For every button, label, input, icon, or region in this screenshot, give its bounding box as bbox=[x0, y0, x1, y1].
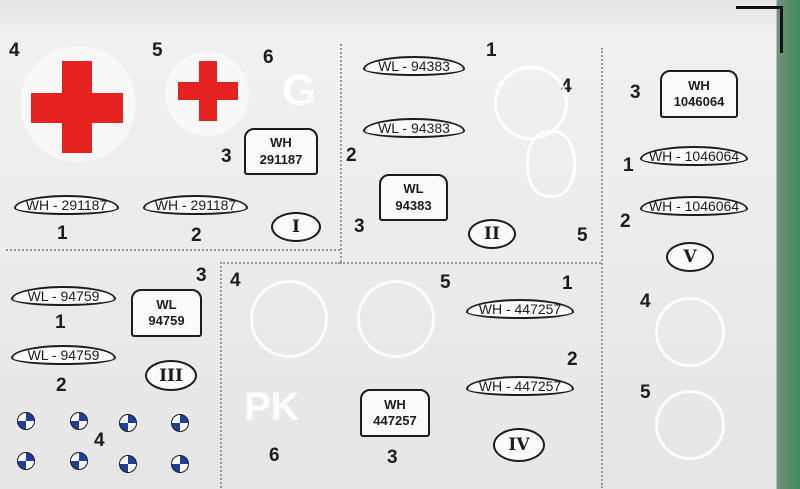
num-5: 5 bbox=[152, 40, 163, 61]
arc-serial-1a: WH - 291187 bbox=[14, 195, 119, 215]
arc-serial-4a: WL - 94759 bbox=[11, 286, 116, 306]
divider-1 bbox=[340, 44, 342, 262]
num-4-s3: 4 bbox=[640, 291, 651, 312]
roundel-dot bbox=[70, 452, 88, 470]
plate-1-top: WH bbox=[270, 135, 292, 151]
divider-4 bbox=[340, 262, 601, 264]
arc-serial-5a: WH - 447257 bbox=[466, 299, 574, 319]
roundel-dot bbox=[171, 414, 189, 432]
serial-plate-1: WH 291187 bbox=[244, 128, 318, 175]
num-2-s3: 2 bbox=[620, 211, 631, 232]
num-3-s5: 3 bbox=[387, 447, 398, 468]
roman-badge-3: V bbox=[666, 242, 714, 272]
red-cross-large-v bbox=[62, 61, 92, 153]
num-1-s4: 1 bbox=[55, 312, 66, 333]
decal-sheet: G 4 5 6 3 WH 291187 WH - 291187 WH - 291… bbox=[0, 0, 777, 489]
roundel-dot bbox=[119, 414, 137, 432]
num-3-s4: 3 bbox=[196, 265, 207, 286]
num-5-s2: 5 bbox=[577, 225, 588, 246]
arc-serial-4b: WL - 94759 bbox=[11, 345, 116, 365]
roundel-dot bbox=[17, 452, 35, 470]
num-2-s4: 2 bbox=[56, 375, 67, 396]
ghost-emblem-1 bbox=[250, 280, 328, 358]
plate-4-bottom: 94759 bbox=[148, 313, 185, 328]
roundel-dot bbox=[17, 412, 35, 430]
roman-badge-5: IV bbox=[493, 428, 545, 462]
num-6: 6 bbox=[263, 47, 274, 68]
arc-serial-3b: WH - 1046064 bbox=[640, 196, 748, 216]
ghost-emblem-2 bbox=[357, 280, 435, 358]
num-4-s5: 4 bbox=[230, 270, 241, 291]
roundel-dot bbox=[171, 455, 189, 473]
num-3: 3 bbox=[221, 146, 232, 167]
serial-plate-2: WL 94383 bbox=[379, 174, 448, 221]
roundel-dot bbox=[119, 455, 137, 473]
num-2: 2 bbox=[191, 225, 202, 246]
plate-5-top: WH bbox=[384, 396, 406, 412]
red-cross-small-v bbox=[199, 61, 217, 121]
roman-badge-4: III bbox=[145, 360, 197, 391]
roman-badge-2: II bbox=[468, 219, 516, 249]
ghost-shape-s2 bbox=[526, 130, 576, 198]
arc-serial-2a: WL - 94383 bbox=[363, 56, 465, 76]
plate-1-bottom: 291187 bbox=[259, 151, 303, 167]
divider-2 bbox=[601, 48, 603, 488]
roundel-dot bbox=[70, 412, 88, 430]
num-2-s5: 2 bbox=[567, 349, 578, 370]
ghost-wheel-2 bbox=[655, 390, 725, 460]
num-1-s5: 1 bbox=[562, 273, 573, 294]
num-4: 4 bbox=[9, 40, 20, 61]
corner-crop-mark bbox=[736, 6, 783, 53]
num-4-s2: 4 bbox=[561, 76, 572, 97]
num-1: 1 bbox=[57, 223, 68, 244]
serial-plate-3: WH 1046064 bbox=[660, 70, 738, 118]
num-4-s4: 4 bbox=[94, 430, 105, 451]
plate-2-bottom: 94383 bbox=[395, 197, 432, 213]
ghost-letter-g: G bbox=[282, 66, 317, 115]
arc-serial-3a: WH - 1046064 bbox=[640, 146, 748, 166]
divider-5 bbox=[220, 262, 222, 488]
arc-serial-1b: WH - 291187 bbox=[143, 195, 248, 215]
plate-4-top: WL bbox=[156, 296, 177, 312]
serial-plate-5: WH 447257 bbox=[360, 389, 430, 437]
plate-2-top: WL bbox=[403, 181, 424, 197]
num-2-s2: 2 bbox=[346, 145, 357, 166]
num-5-s3: 5 bbox=[640, 382, 651, 403]
num-6-s5: 6 bbox=[269, 445, 280, 466]
roman-badge-1: I bbox=[271, 212, 321, 242]
ghost-letters-pk: PK bbox=[244, 385, 300, 429]
divider-6 bbox=[220, 262, 340, 264]
ghost-wheel-1 bbox=[655, 297, 725, 367]
divider-3 bbox=[6, 249, 340, 251]
num-3-s2: 3 bbox=[354, 216, 365, 237]
num-1-s3: 1 bbox=[623, 155, 634, 176]
num-5-s5: 5 bbox=[440, 272, 451, 293]
num-1-s2: 1 bbox=[486, 40, 497, 61]
arc-serial-5b: WH - 447257 bbox=[466, 376, 574, 396]
num-3-s3: 3 bbox=[630, 82, 641, 103]
plate-3-top: WH bbox=[688, 77, 710, 93]
plate-3-bottom: 1046064 bbox=[673, 94, 725, 109]
arc-serial-2b: WL - 94383 bbox=[363, 118, 465, 138]
sheet-top-shade bbox=[0, 0, 776, 30]
serial-plate-4: WL 94759 bbox=[131, 289, 202, 337]
plate-5-bottom: 447257 bbox=[373, 413, 417, 428]
ghost-emblem-s2 bbox=[494, 66, 568, 140]
